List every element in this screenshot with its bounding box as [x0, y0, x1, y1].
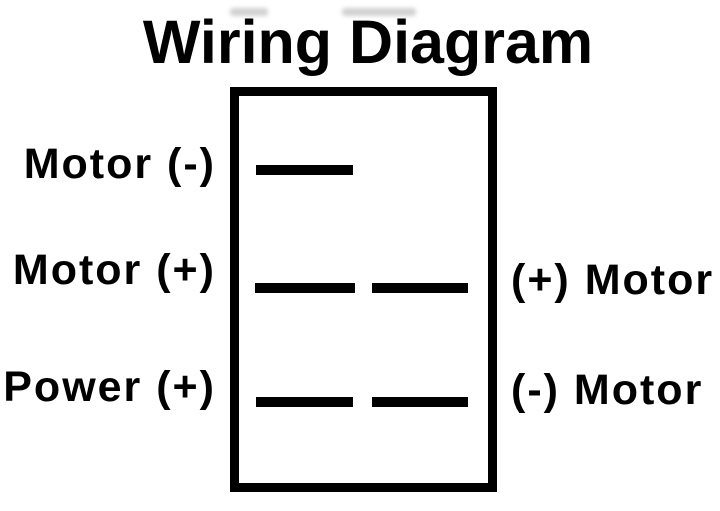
label-plus-motor: (+) Motor	[511, 256, 715, 304]
terminal-bar-row3-left	[256, 397, 353, 407]
terminal-bar-row2-left	[255, 283, 355, 293]
label-motor-negative: Motor (-)	[23, 140, 216, 188]
crop-artifact	[230, 8, 268, 16]
diagram-title: Wiring Diagram	[142, 8, 594, 76]
label-minus-motor: (-) Motor	[511, 366, 704, 414]
label-power-positive: Power (+)	[3, 363, 216, 411]
terminal-bar-row3-right	[372, 397, 468, 407]
terminal-bar-row2-right	[372, 283, 468, 293]
crop-artifact	[342, 8, 416, 16]
label-motor-positive: Motor (+)	[12, 246, 216, 294]
terminal-bar-row1-left	[256, 165, 353, 175]
